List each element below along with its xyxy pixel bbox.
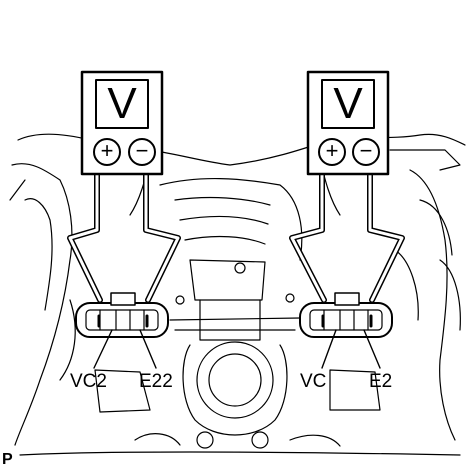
- connector-right: [299, 292, 393, 338]
- voltmeter-right-symbol: V: [333, 79, 363, 128]
- corner-mark: P: [2, 451, 13, 468]
- voltmeter-right: [306, 70, 390, 176]
- terminal-label-e2: E2: [369, 371, 393, 392]
- voltmeter-left: [80, 70, 164, 176]
- connector-left: [75, 292, 169, 338]
- terminal-label-e22: E22: [139, 371, 173, 392]
- test-leads: [67, 169, 405, 303]
- label-leaders: [93, 329, 381, 369]
- voltmeter-right-positive: +: [325, 138, 339, 163]
- engine-body: [9, 133, 466, 456]
- terminal-label-vc: VC: [300, 371, 327, 392]
- terminal-label-vc2: VC2: [70, 371, 107, 392]
- voltmeter-left-positive: +: [100, 138, 114, 163]
- voltmeter-left-negative: −: [135, 138, 149, 163]
- voltmeter-left-symbol: V: [107, 79, 137, 128]
- voltmeter-right-negative: −: [359, 138, 373, 163]
